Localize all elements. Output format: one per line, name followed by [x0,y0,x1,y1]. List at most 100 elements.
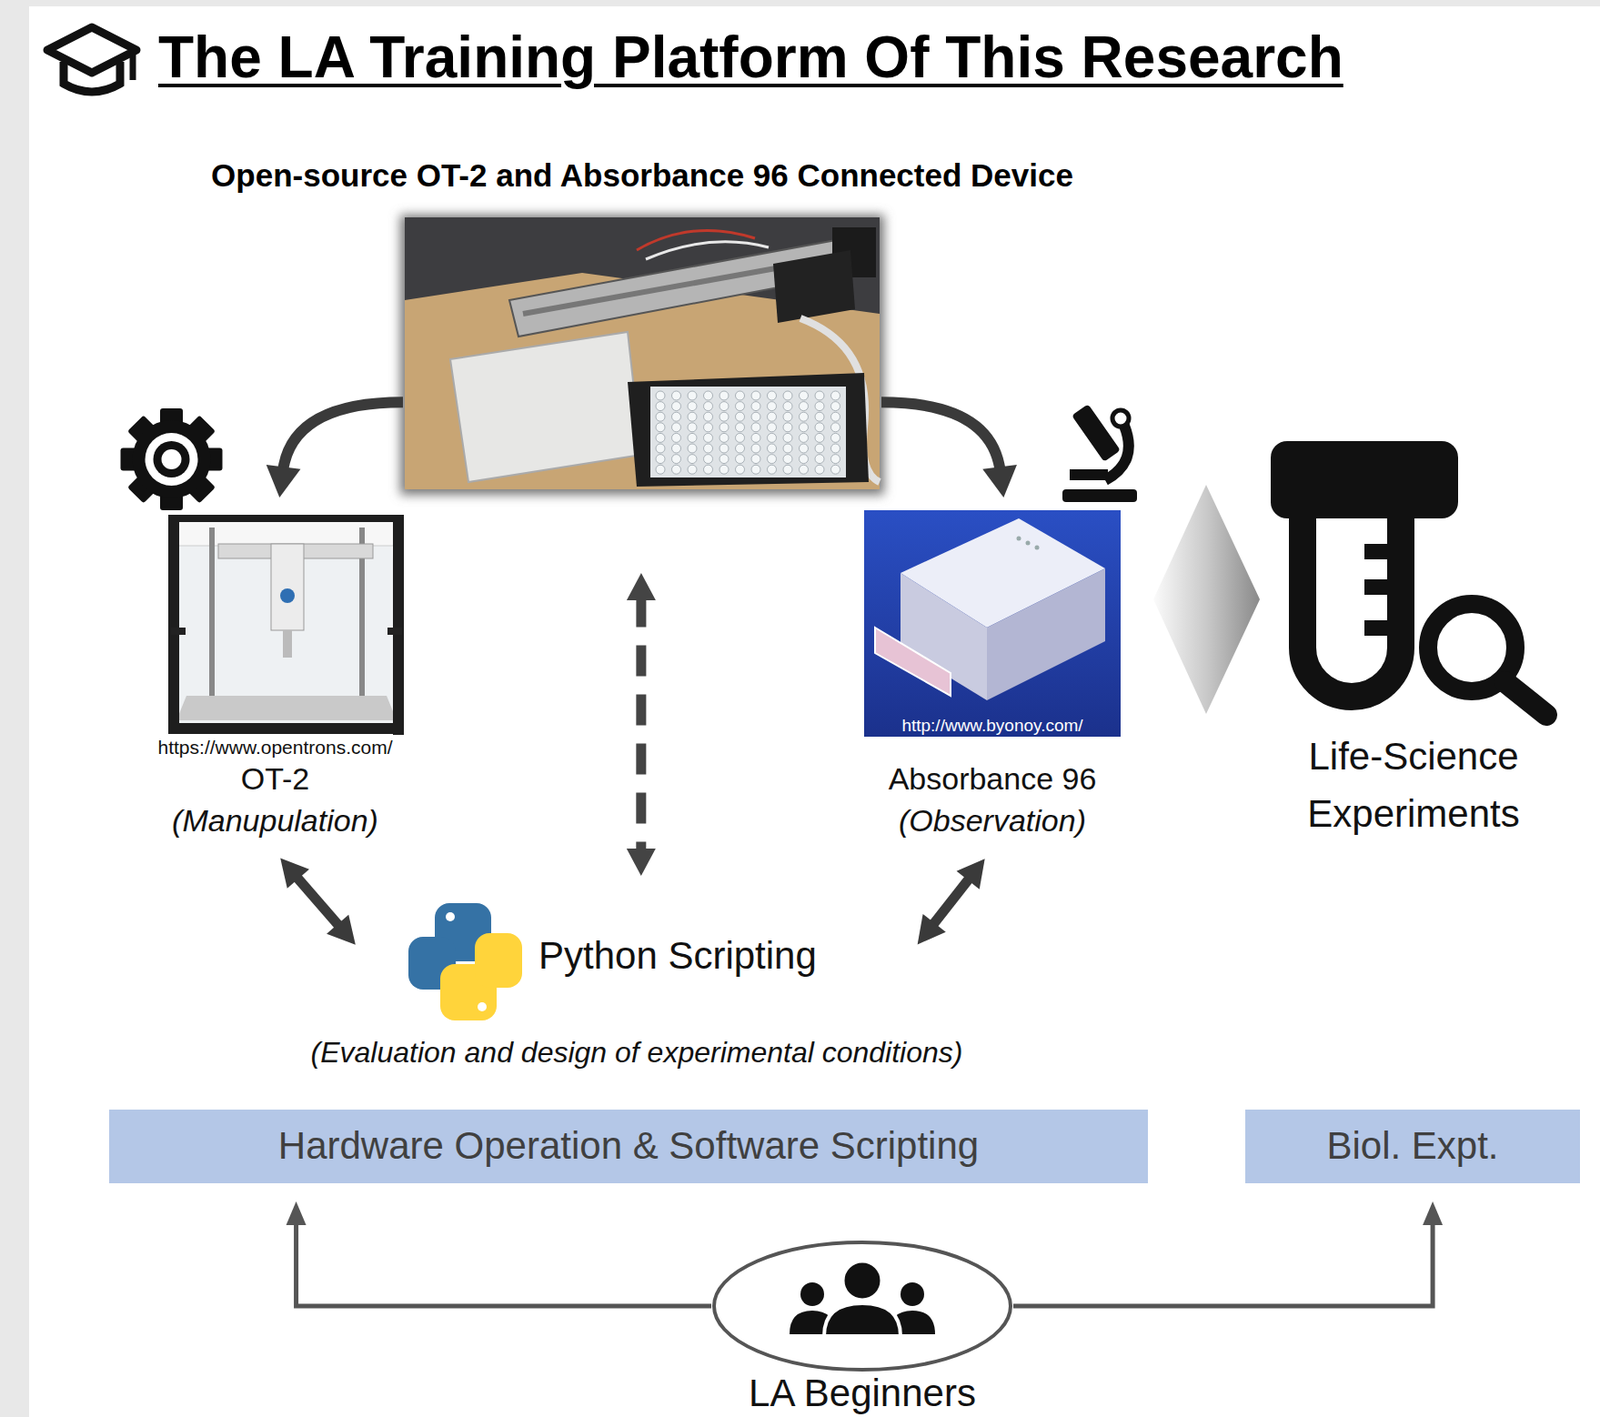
device-photo [650,386,846,478]
plate-well [799,464,809,474]
plate-well [783,464,793,474]
plate-well [672,443,682,453]
biology-band: Biol. Expt. [1245,1109,1580,1184]
plate-well [815,464,825,474]
plate-well [719,432,729,443]
plate-well [751,464,761,474]
arrow-head [982,464,1017,498]
plate-well [672,432,682,443]
connector-line [931,876,971,926]
plate-well [767,412,777,422]
plate-well [831,391,841,401]
connector-line [282,402,403,472]
node-text: Biol. Expt. [1326,1124,1499,1168]
plate-well [751,402,761,412]
ot2-robot-picture [168,516,180,731]
plate-well [783,422,793,433]
device-photo [636,231,755,251]
node-text: (Observation) [898,803,1087,839]
plate-well [655,391,665,401]
ot2-robot-picture [282,630,292,658]
test-tube-search-icon [1364,543,1415,560]
device-photo [404,217,880,490]
plate-well [687,391,697,401]
node-text: Open-source OT-2 and Absorbance 96 Conne… [211,157,1074,194]
plate-well [831,432,841,443]
plate-well [751,391,761,401]
gear-icon [120,408,223,511]
node-text: Python Scripting [538,934,817,978]
absorbance-reader-picture [1016,536,1022,542]
device-photo [400,214,885,495]
plate-well [767,422,777,433]
plate-well [719,454,729,464]
plate-wells [655,391,841,474]
absorbance-reader-picture [864,510,1121,737]
connector [881,402,1017,498]
ot2-robot-picture [176,695,397,721]
plate-well [815,391,825,401]
ellipse-outline [711,1239,1014,1373]
plate-well [783,391,793,401]
plate-well [831,422,841,433]
connector [286,1201,712,1307]
plate-well [751,443,761,453]
plate-well [672,464,682,474]
plate-well [719,412,729,422]
plate-well [751,454,761,464]
gear-icon [145,432,199,486]
ot2-robot-picture [171,523,401,728]
graduation-cap-icon [47,27,137,92]
plate-well [767,464,777,474]
plate-well [655,454,665,464]
connector-line [881,402,1001,472]
plate-well [704,391,714,401]
device-photo [627,372,869,487]
plate-well [831,464,841,474]
relation-diamond [1153,484,1260,715]
connector [1013,1201,1443,1307]
relation-diamond [1153,484,1260,715]
plate-well [767,443,777,453]
absorbance-node: http://www.byonoy.com/Absorbance 96(Obse… [864,510,1121,846]
plate-well [655,443,665,453]
ot2-robot-picture [271,543,304,631]
plate-well [655,422,665,433]
plate-well [687,443,697,453]
plate-well [655,402,665,412]
plate-well [783,432,793,443]
plate-well [672,402,682,412]
arrow-head [280,858,310,889]
absorbance-reader-picture [986,568,1106,701]
device-photo-node: Open-source OT-2 and Absorbance 96 Conne… [404,217,880,490]
ot2-robot-picture [171,627,186,635]
plate-well [672,391,682,401]
node-text: Hardware Operation & Software Scripting [278,1124,979,1168]
node-text: http://www.byonoy.com/ [901,715,1083,736]
plate-well [783,412,793,422]
plate-well [831,402,841,412]
arrow-head [326,915,356,946]
ot2-robot-picture [392,516,404,735]
plate-well [815,402,825,412]
plate-well [687,432,697,443]
plate-well [831,443,841,453]
ot2-robot-picture [209,527,215,696]
plate-well [719,464,729,474]
plate-well [719,402,729,412]
plate-well [815,454,825,464]
ot2-robot-picture [162,510,409,737]
gear-icon [153,441,191,478]
test-tube-search-icon [1505,682,1547,715]
plate-well [735,454,745,464]
arrow-head [286,1201,307,1226]
test-tube-search-icon [1270,441,1547,715]
hardware-band: Hardware Operation & Software Scripting [109,1109,1148,1184]
plate-well [672,412,682,422]
plate-well [751,412,761,422]
plate-well [735,432,745,443]
life-science-node: Life-Science Experiments [1270,441,1557,846]
plate-well [672,422,682,433]
test-tube-search-icon [1270,441,1459,519]
